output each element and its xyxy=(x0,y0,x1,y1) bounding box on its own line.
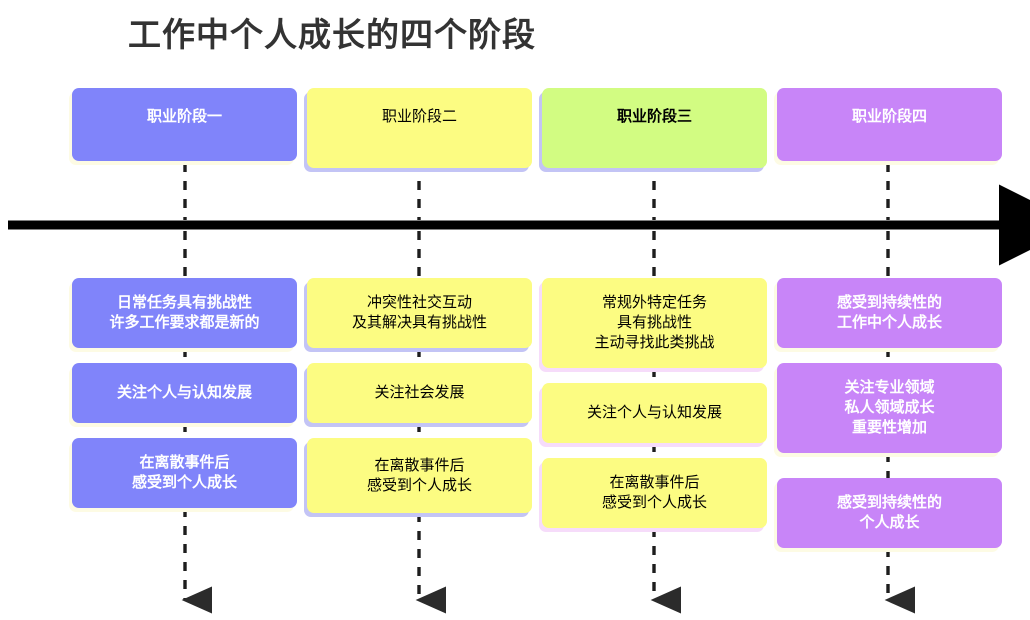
page-title: 工作中个人成长的四个阶段 xyxy=(128,16,536,53)
stage-header-4-label: 职业阶段四 xyxy=(851,108,927,125)
stage-header-3[interactable]: 职业阶段三 xyxy=(542,88,767,168)
stage-1-item-2-label: 关注个人与认知发展 xyxy=(116,384,252,402)
stage-2-item-2[interactable]: 关注社会发展 xyxy=(307,363,532,423)
stage-4-item-3-label: 感受到持续性的 个人成长 xyxy=(836,494,942,531)
stage-header-3-label: 职业阶段三 xyxy=(616,108,692,125)
stage-2-item-2-label: 关注社会发展 xyxy=(374,384,465,402)
stage-4-item-2[interactable]: 关注专业领域 私人领域成长 重要性增加 xyxy=(777,363,1002,453)
stage-3-item-2[interactable]: 关注个人与认知发展 xyxy=(542,383,767,443)
stage-header-2[interactable]: 职业阶段二 xyxy=(307,88,532,168)
stage-4-item-2-label: 关注专业领域 私人领域成长 重要性增加 xyxy=(844,379,935,436)
stage-4-item-1-label: 感受到持续性的 工作中个人成长 xyxy=(836,294,942,331)
stage-4-item-1[interactable]: 感受到持续性的 工作中个人成长 xyxy=(777,278,1002,348)
stage-3-item-2-label: 关注个人与认知发展 xyxy=(586,404,722,422)
stage-1-item-3[interactable]: 在离散事件后 感受到个人成长 xyxy=(72,438,297,508)
stage-1-item-3-label: 在离散事件后 感受到个人成长 xyxy=(131,454,237,491)
stage-3-item-3[interactable]: 在离散事件后 感受到个人成长 xyxy=(542,458,767,528)
stage-2-item-1-label: 冲突性社交互动 及其解决具有挑战性 xyxy=(351,294,487,331)
stage-3-item-1-label: 常规外特定任务 具有挑战性 主动寻找此类挑战 xyxy=(594,294,715,351)
stage-header-4[interactable]: 职业阶段四 xyxy=(777,88,1002,161)
stage-2-item-1[interactable]: 冲突性社交互动 及其解决具有挑战性 xyxy=(307,278,532,348)
stage-1-item-2[interactable]: 关注个人与认知发展 xyxy=(72,363,297,423)
stage-1-item-1-label: 日常任务具有挑战性 许多工作要求都是新的 xyxy=(109,294,260,331)
stage-2-item-3-label: 在离散事件后 感受到个人成长 xyxy=(366,456,472,494)
stage-header-1[interactable]: 职业阶段一 xyxy=(72,88,297,161)
stage-header-1-label: 职业阶段一 xyxy=(146,108,222,125)
stage-1-item-1[interactable]: 日常任务具有挑战性 许多工作要求都是新的 xyxy=(72,278,297,348)
stage-4-item-3[interactable]: 感受到持续性的 个人成长 xyxy=(777,478,1002,548)
stage-3-item-1[interactable]: 常规外特定任务 具有挑战性 主动寻找此类挑战 xyxy=(542,278,767,368)
stage-header-2-label: 职业阶段二 xyxy=(381,108,457,125)
stage-2-item-3[interactable]: 在离散事件后 感受到个人成长 xyxy=(307,438,532,513)
stage-3-item-3-label: 在离散事件后 感受到个人成长 xyxy=(601,474,707,511)
